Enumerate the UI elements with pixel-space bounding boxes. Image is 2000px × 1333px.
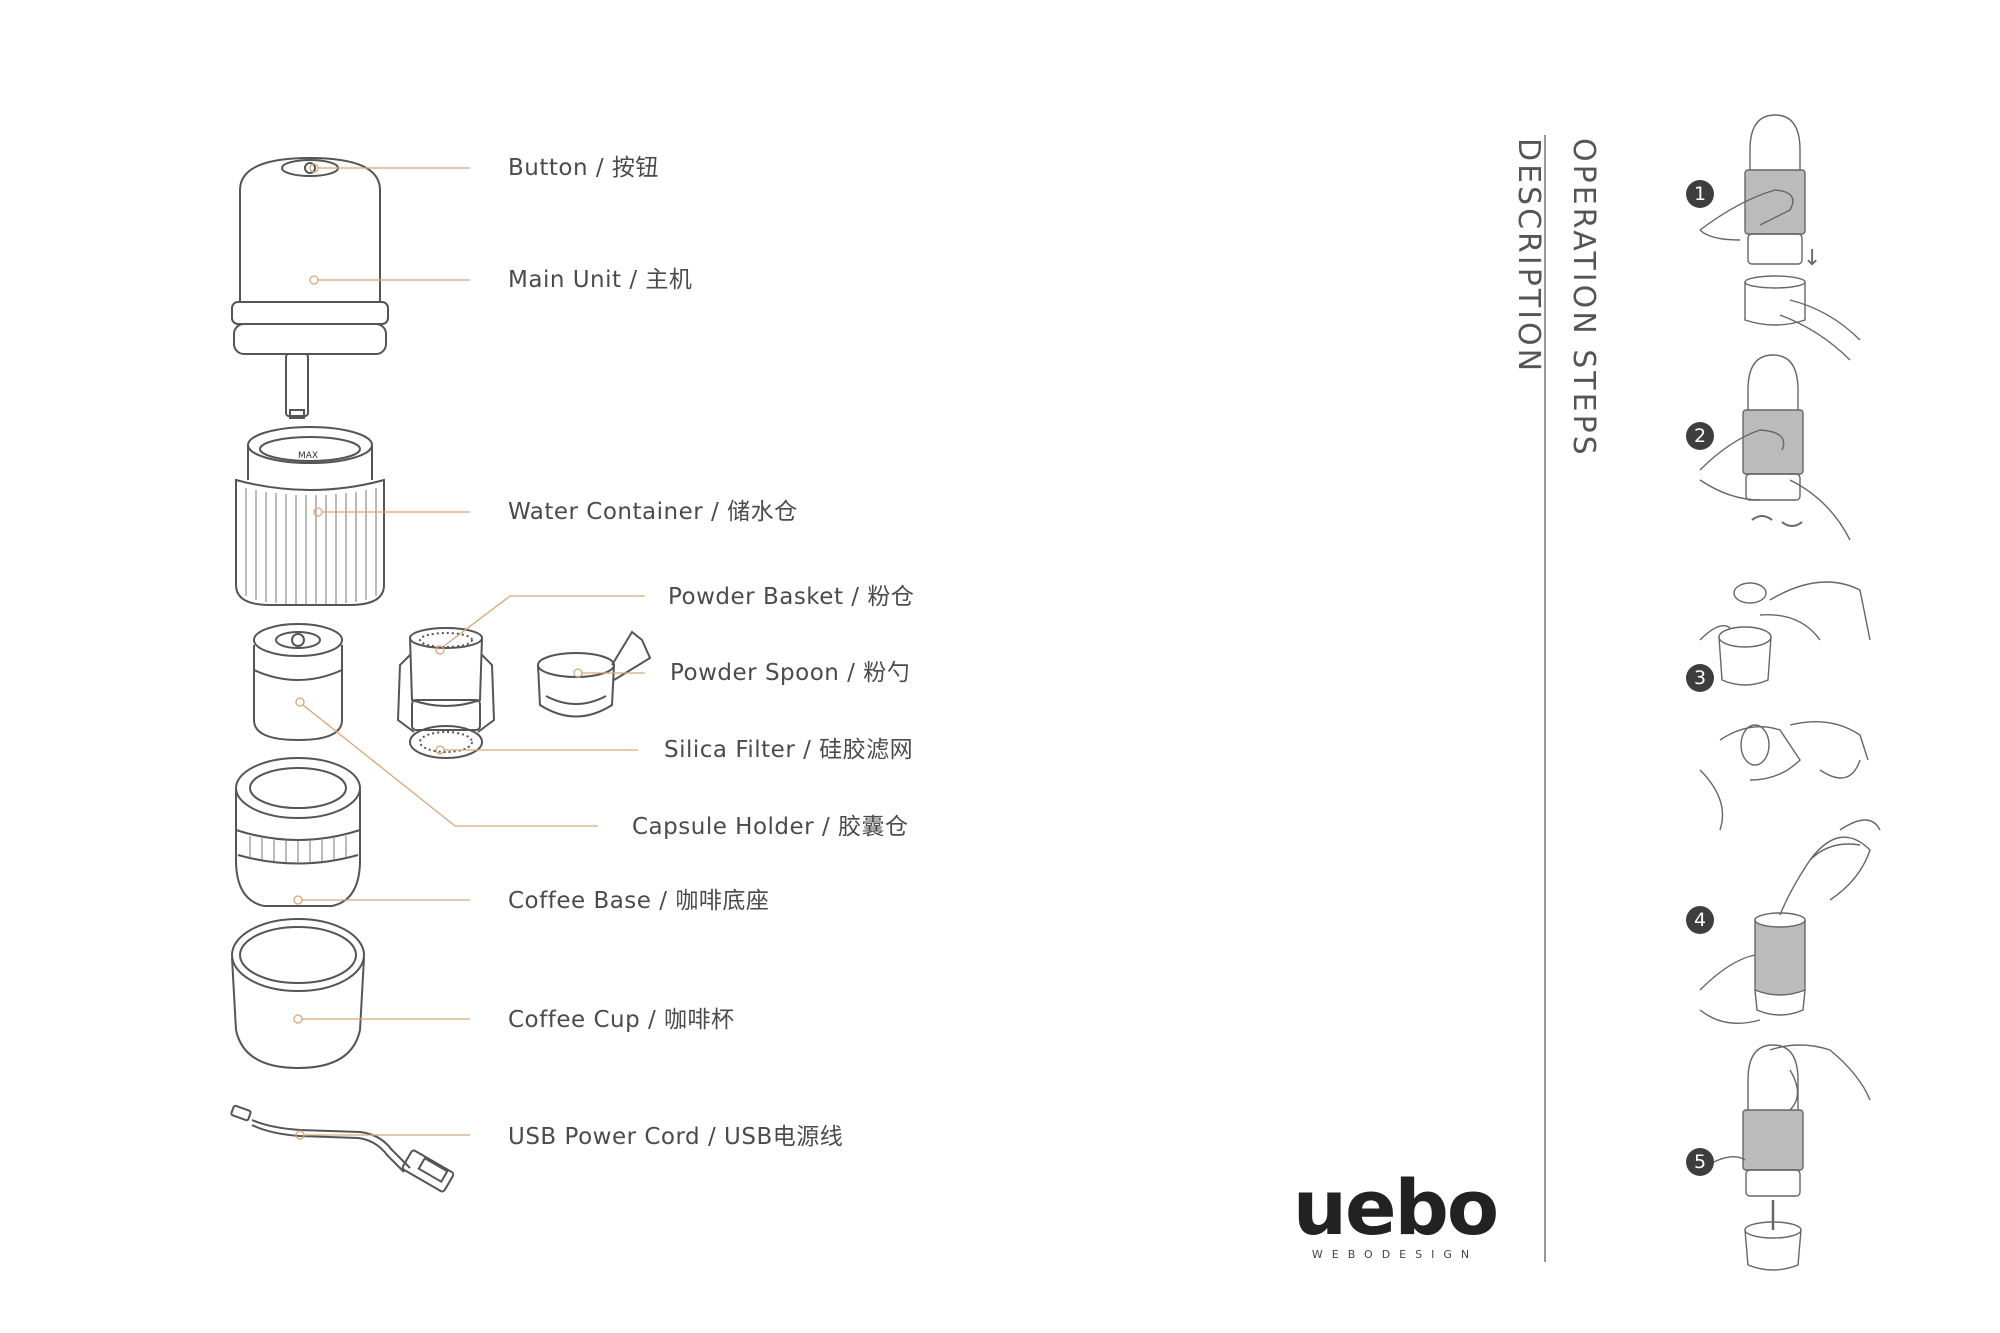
- usb-cord-illustration: [230, 1104, 455, 1193]
- brand-logo: uebo WEBODESIGN: [1285, 1163, 1505, 1262]
- step-badge-1: 1: [1686, 180, 1714, 208]
- label-capsule-holder: Capsule Holder / 胶囊仓: [632, 814, 909, 840]
- max-mark: MAX: [298, 451, 318, 461]
- label-silica-filter: Silica Filter / 硅胶滤网: [664, 737, 914, 763]
- water-container-illustration: MAX: [235, 426, 385, 606]
- step-3-illustration: [1699, 581, 1871, 831]
- label-usb-power-cord: USB Power Cord / USB电源线: [508, 1124, 844, 1150]
- sidebar-title-operation-steps: OPERATION STEPS: [1566, 138, 1601, 458]
- label-powder-basket: Powder Basket / 粉仓: [668, 584, 915, 610]
- step-1-illustration: ↓: [1699, 114, 1861, 361]
- brand-wordmark: uebo: [1292, 1163, 1499, 1252]
- step-4-illustration: [1699, 819, 1881, 1025]
- label-coffee-cup: Coffee Cup / 咖啡杯: [508, 1007, 735, 1033]
- powder-basket-illustration: [396, 627, 496, 759]
- step-badge-5: 5: [1686, 1148, 1714, 1176]
- step-badge-3: 3: [1686, 664, 1714, 692]
- step-illustrations: ↓: [1699, 114, 1881, 1271]
- sidebar-title-description: DESCRIPTION: [1511, 138, 1546, 375]
- brand-subtitle: WEBODESIGN: [1311, 1248, 1479, 1261]
- powder-spoon-illustration: [537, 630, 652, 718]
- main-unit-illustration: [231, 156, 389, 419]
- label-water-container: Water Container / 储水仓: [508, 499, 798, 525]
- leader-lines: [293, 163, 645, 1140]
- step-badge-4: 4: [1686, 906, 1714, 934]
- label-main-unit: Main Unit / 主机: [508, 267, 693, 293]
- step-2-illustration: [1699, 354, 1851, 541]
- step-5-illustration: [1699, 1044, 1871, 1271]
- capsule-holder-illustration: [253, 623, 343, 742]
- coffee-base-illustration: [235, 757, 361, 907]
- coffee-cup-illustration: [231, 918, 365, 1070]
- label-powder-spoon: Powder Spoon / 粉勺: [670, 660, 911, 686]
- label-button: Button / 按钮: [508, 155, 659, 181]
- step-badge-2: 2: [1686, 422, 1714, 450]
- label-coffee-base: Coffee Base / 咖啡底座: [508, 888, 770, 914]
- arrow-down-icon: ↓: [1803, 246, 1821, 271]
